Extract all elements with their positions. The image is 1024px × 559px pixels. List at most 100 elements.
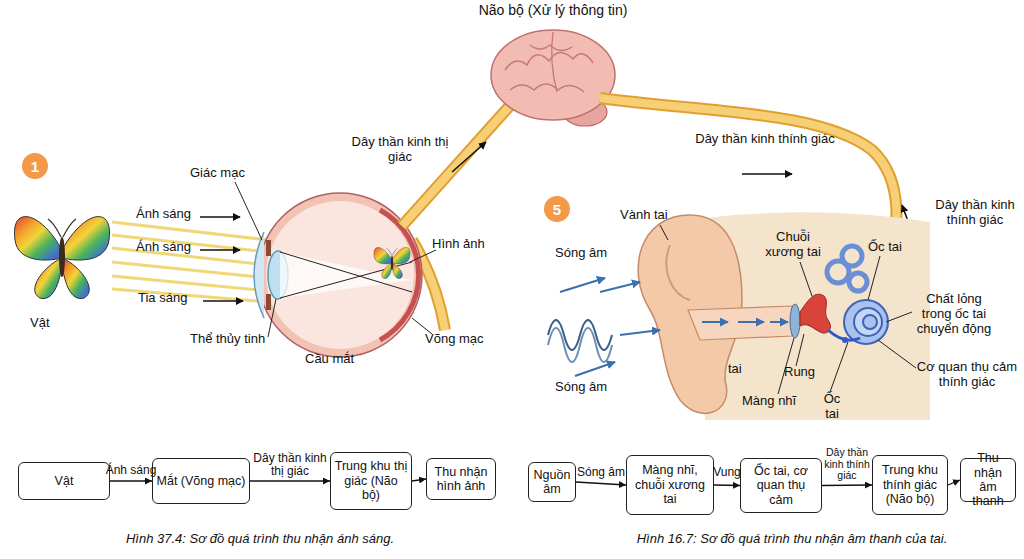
ear — [790, 304, 800, 338]
optic-nerve — [402, 92, 522, 226]
ear — [863, 315, 877, 329]
eyeball — [266, 240, 271, 256]
light-rays — [200, 249, 240, 250]
part-label: Rung — [784, 365, 824, 380]
leader-line — [868, 256, 880, 300]
box-text: Nguồn âm — [532, 468, 572, 497]
process-box: Nguồn âm — [528, 462, 576, 502]
figure-caption: Hình 16.7: Sơ đồ quá trình thu nhận âm t… — [560, 532, 1024, 547]
leader-line — [830, 342, 848, 392]
light-rays — [200, 216, 240, 217]
process-box: Ốc tai, cơ quan thụ cảm — [740, 458, 822, 513]
eyeball — [266, 201, 414, 349]
process-box: Trung khu thính giác (Não bộ) — [872, 455, 948, 515]
auditory-nerve — [742, 173, 792, 175]
callout-number: 1 — [22, 153, 48, 179]
ear — [770, 321, 788, 323]
part-label: Màng nhĩ — [742, 394, 812, 409]
part-label: Dây thần kinh thị giác — [350, 135, 450, 165]
ear — [849, 273, 867, 291]
part-label: Ánh sáng — [136, 207, 206, 222]
ear — [842, 337, 848, 343]
part-label: Chuỗi xương tai — [762, 230, 824, 260]
part-label: Cầu mắt — [305, 352, 375, 367]
leader-line — [410, 250, 436, 262]
leader-line — [235, 182, 916, 394]
ear — [842, 246, 862, 266]
leader-line — [796, 334, 804, 366]
brain — [552, 32, 557, 92]
light-rays — [112, 276, 268, 291]
part-label: Vật — [30, 316, 70, 331]
process-box: Màng nhĩ, chuỗi xương tai — [626, 455, 714, 515]
flow-arrow — [576, 482, 626, 485]
ear — [688, 306, 792, 340]
callout-number: 5 — [544, 196, 570, 222]
optic-nerve — [402, 92, 522, 226]
part-label: Dây thần kinh thính giác — [670, 132, 860, 147]
light-rays — [203, 300, 243, 301]
box-text: Ốc tai, cơ quan thụ cảm — [744, 464, 818, 507]
box-text: Trung khu thị giác (Não bộ) — [334, 459, 408, 502]
brain — [510, 84, 584, 92]
butterfly-object — [14, 217, 109, 299]
box-text: Vật — [55, 474, 74, 488]
part-label: Dây thần kinh thính giác — [925, 198, 1024, 228]
eyeball — [266, 294, 271, 310]
brain — [530, 45, 572, 51]
part-label: Thể thủy tinh — [190, 332, 280, 347]
part-label: Ốc tai — [868, 240, 928, 255]
ear — [854, 308, 882, 336]
leader-line — [800, 262, 812, 296]
eyeball — [254, 232, 264, 318]
eyeball — [258, 193, 422, 357]
eyeball — [374, 247, 410, 278]
brain — [505, 52, 593, 70]
arrow-label: Vung — [712, 466, 742, 479]
brain — [491, 30, 615, 120]
part-label: Cơ quan thụ cảm thính giác — [915, 360, 1019, 390]
box-text: Màng nhĩ, chuỗi xương tai — [630, 463, 710, 506]
leader-line — [886, 312, 912, 322]
flow-arrow — [110, 480, 152, 481]
arrow-label: Dây thần kinh thị giác — [250, 452, 330, 478]
flow-arrow — [250, 480, 330, 481]
ear — [844, 300, 888, 344]
sound-waves — [548, 278, 660, 376]
box-text: Thu nhận âm thanh — [964, 451, 1012, 509]
figure-caption: Hình 37.4: Sơ đồ quá trình thu nhận ánh … — [30, 532, 490, 547]
optic-nerve — [452, 142, 486, 172]
butterfly-object — [14, 217, 109, 299]
sound-waves — [620, 330, 660, 335]
light-rays — [112, 217, 268, 302]
leader-line — [660, 225, 668, 240]
light-rays — [112, 262, 268, 278]
process-box: Vật — [18, 462, 110, 500]
leader-line — [268, 299, 276, 337]
part-label: Vành tai — [620, 208, 690, 223]
optic-nerve — [402, 92, 522, 226]
sound-waves — [575, 362, 615, 376]
arrow-label: Sóng âm — [576, 466, 626, 479]
part-label: Chất lỏng trong ốc tai chuyển động — [912, 292, 996, 337]
part-label: Ánh sáng — [136, 240, 206, 255]
ear — [638, 212, 930, 420]
part-label: Giác mạc — [190, 166, 270, 181]
arrow-label: Dây thần kinh thính giác — [820, 447, 874, 482]
flow-arrow — [412, 479, 426, 481]
flow-arrow — [948, 480, 960, 485]
ear — [738, 321, 764, 323]
light-rays — [112, 289, 268, 302]
ear — [666, 245, 690, 300]
part-label: Võng mạc — [425, 332, 505, 347]
process-box: Trung khu thị giác (Não bộ) — [330, 452, 412, 510]
part-label: tai — [728, 362, 758, 377]
leader-line — [878, 340, 916, 368]
box-text: Thu nhận hình ảnh — [430, 465, 492, 494]
flow-arrow — [822, 484, 872, 486]
brain — [491, 30, 615, 126]
part-label: Sóng âm — [555, 246, 625, 261]
box-text: Mắt (Võng mạc) — [157, 474, 246, 488]
ear — [702, 321, 728, 323]
